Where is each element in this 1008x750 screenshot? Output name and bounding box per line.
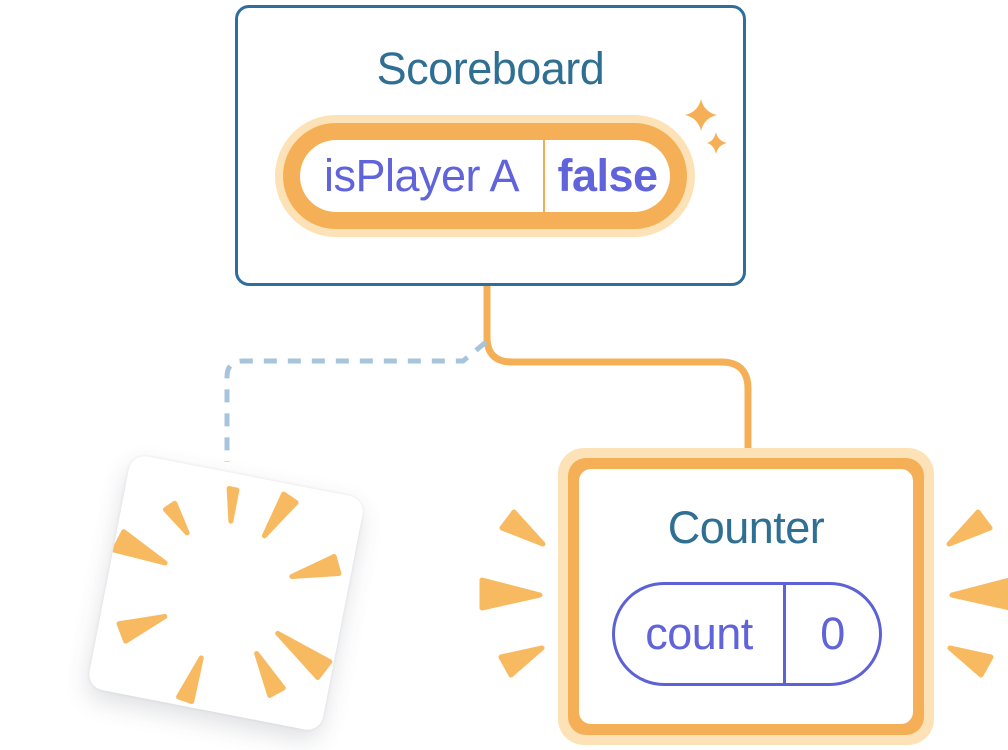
burst-ray bbox=[946, 509, 993, 547]
scoreboard-state-pill-ring: isPlayer A false bbox=[283, 123, 687, 229]
state-value-label: 0 bbox=[820, 608, 845, 659]
poof-ray bbox=[254, 651, 286, 698]
counter-title: Counter bbox=[667, 502, 825, 553]
prop-key-label: isPlayer A bbox=[323, 150, 520, 201]
prop-value-label: false bbox=[557, 150, 658, 201]
counter-card: Counter count 0 bbox=[558, 448, 934, 745]
poof-ray bbox=[261, 491, 299, 539]
state-key-label: count bbox=[615, 585, 786, 683]
scoreboard-state-pill-body: isPlayer A false bbox=[300, 140, 670, 212]
poof-ray bbox=[176, 655, 204, 704]
pill-divider bbox=[543, 140, 545, 212]
poof-ray bbox=[116, 613, 168, 644]
scoreboard-card: Scoreboard isPlayer A false bbox=[235, 5, 746, 286]
poof-burst-icon bbox=[111, 486, 342, 704]
scoreboard-state-pill: isPlayer A false bbox=[275, 115, 695, 237]
burst-ray bbox=[499, 509, 546, 547]
burst-ray bbox=[479, 577, 543, 611]
counter-state-pill: count 0 bbox=[612, 582, 882, 686]
poof-ray bbox=[162, 500, 190, 536]
burst-ray bbox=[949, 577, 1008, 611]
poof-ray bbox=[289, 553, 342, 579]
burst-ray bbox=[498, 645, 545, 678]
connector-scoreboard-to-counter bbox=[483, 284, 752, 452]
connector-scoreboard-to-removed-dashed-line bbox=[224, 340, 488, 462]
scoreboard-title: Scoreboard bbox=[376, 43, 605, 94]
poof-ray bbox=[111, 529, 168, 566]
poof-ray bbox=[226, 486, 240, 524]
poof-ray bbox=[275, 630, 333, 680]
removed-component-card bbox=[86, 453, 366, 733]
burst-ray bbox=[947, 645, 994, 678]
